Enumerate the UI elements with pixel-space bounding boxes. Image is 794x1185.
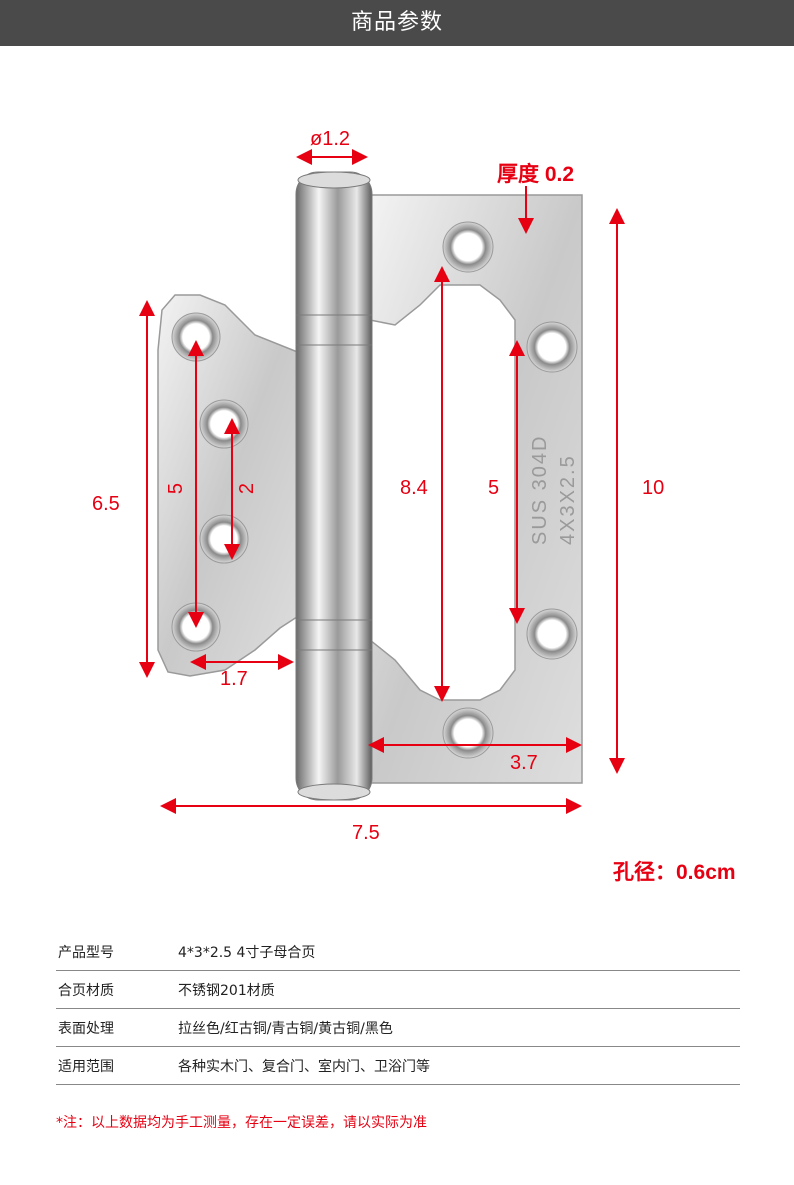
hinge-diagram: SUS 304D 4X3X2.5 ø1.2 厚度 0.2 10 6.5 5 2 …: [0, 46, 794, 926]
spec-row-material: 合页材质 不锈钢201材质: [56, 971, 740, 1009]
spec-key: 表面处理: [58, 1020, 114, 1037]
dim-left-leaf-height: 6.5: [92, 493, 120, 515]
dim-left-hole-span-inner: 2: [236, 482, 259, 495]
dim-right-cutout-height: 8.4: [400, 477, 428, 499]
spec-row-usage: 适用范围 各种实木门、复合门、室内门、卫浴门等: [56, 1047, 740, 1085]
right-leaf: [369, 194, 583, 784]
left-hole-2: [199, 399, 249, 449]
engraving-line2: 4X3X2.5: [557, 454, 579, 545]
spec-value: 拉丝色/红古铜/青古铜/黄古铜/黑色: [178, 1020, 393, 1037]
spec-key: 合页材质: [58, 982, 114, 999]
hinge-illustration: SUS 304D 4X3X2.5: [139, 149, 625, 814]
spec-value: 不锈钢201材质: [178, 982, 275, 999]
spec-value: 各种实木门、复合门、室内门、卫浴门等: [178, 1058, 430, 1075]
dim-thickness: 厚度 0.2: [497, 163, 575, 186]
right-hole-lower: [526, 608, 578, 660]
left-hole-3: [199, 514, 249, 564]
dim-right-hole-span: 5: [488, 477, 500, 499]
spec-value: 4*3*2.5 4寸子母合页: [178, 944, 316, 961]
spec-row-finish: 表面处理 拉丝色/红古铜/青古铜/黄古铜/黑色: [56, 1009, 740, 1047]
dim-right-leaf-width: 3.7: [510, 752, 538, 774]
right-hole-top: [442, 221, 494, 273]
dim-left-leaf-width: 1.7: [220, 668, 248, 690]
section-title: 商品参数: [350, 10, 443, 35]
dim-pin-diameter: ø1.2: [310, 128, 351, 150]
spec-row-model: 产品型号 4*3*2.5 4寸子母合页: [56, 933, 740, 971]
spec-key: 产品型号: [58, 944, 114, 961]
dimension-lines: [139, 149, 625, 814]
right-hole-bottom: [442, 707, 494, 759]
measurement-note: *注：以上数据均为手工测量，存在一定误差，请以实际为准: [56, 1115, 427, 1131]
spec-table: 产品型号 4*3*2.5 4寸子母合页 合页材质 不锈钢201材质 表面处理 拉…: [56, 933, 740, 1085]
dim-total-width: 7.5: [352, 822, 380, 844]
hinge-barrel: [295, 171, 373, 801]
spec-key: 适用范围: [58, 1058, 114, 1075]
engraving-line1: SUS 304D: [529, 435, 551, 546]
right-hole-upper: [526, 321, 578, 373]
engraving: SUS 304D 4X3X2.5: [529, 435, 579, 546]
section-header: 商品参数: [0, 0, 794, 46]
dim-hole-diameter: 孔径：0.6cm: [613, 861, 736, 884]
dim-left-hole-span-outer: 5: [165, 482, 188, 495]
dim-total-height: 10: [642, 477, 665, 499]
